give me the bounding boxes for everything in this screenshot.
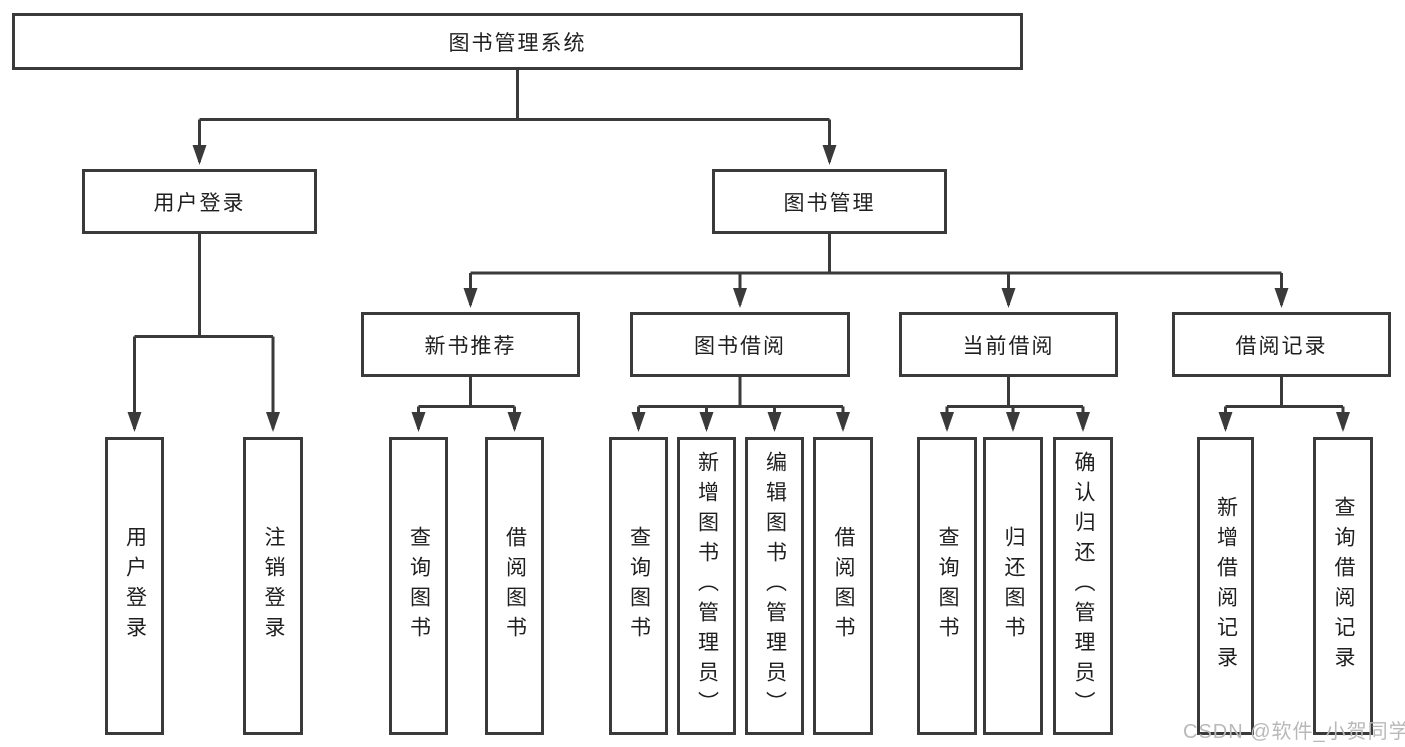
leaf-confirm-return-admin: 确认归还（管理员） <box>1053 437 1113 735</box>
leaf-borrow-books: 借阅图书 <box>813 437 873 735</box>
node-label: 用户登录 <box>153 191 246 215</box>
node-label: 归还图书 <box>1002 526 1026 646</box>
leaf-add-book-admin: 新增图书（管理员） <box>677 437 736 735</box>
node-borrowing-records: 借阅记录 <box>1172 312 1391 377</box>
leaf-edit-book-admin: 编辑图书（管理员） <box>745 437 804 735</box>
edge-line <box>470 233 1282 275</box>
leaf-query-borrow-record: 查询借阅记录 <box>1313 437 1373 735</box>
node-label: 新增借阅记录 <box>1214 496 1238 676</box>
node-label: 借阅记录 <box>1235 334 1328 358</box>
leaf-logout: 注销登录 <box>243 437 303 735</box>
leaf-add-borrow-record: 新增借阅记录 <box>1197 437 1254 735</box>
node-book-management: 图书管理 <box>712 169 947 234</box>
leaf-query-books-recommend: 查询图书 <box>389 437 448 735</box>
edge-line <box>638 376 843 408</box>
node-root-system: 图书管理系统 <box>12 13 1023 70</box>
edge-line <box>199 69 830 121</box>
edge-line <box>134 233 273 338</box>
leaf-borrow-books-recommend: 借阅图书 <box>485 437 544 735</box>
edge-line <box>418 376 515 408</box>
node-label: 注销登录 <box>262 526 286 646</box>
node-label: 查询图书 <box>407 526 431 646</box>
node-label: 当前借阅 <box>962 334 1055 358</box>
node-label: 查询图书 <box>936 526 960 646</box>
node-new-book-recommend: 新书推荐 <box>361 312 580 377</box>
node-label: 图书管理 <box>783 191 876 215</box>
leaf-return-book: 归还图书 <box>983 437 1043 735</box>
node-label: 图书借阅 <box>694 334 786 358</box>
node-label: 查询借阅记录 <box>1332 496 1356 676</box>
leaf-user-login: 用户登录 <box>105 437 164 735</box>
node-label: 图书管理系统 <box>448 31 587 55</box>
node-label: 用户登录 <box>123 526 147 646</box>
node-label: 编辑图书（管理员） <box>763 451 787 721</box>
edge-line <box>1225 376 1343 408</box>
csdn-watermark: CSDN @软件_小贺同学 <box>1183 721 1405 743</box>
node-label: 新书推荐 <box>424 334 517 358</box>
leaf-query-books-current: 查询图书 <box>917 437 977 735</box>
leaf-query-books-borrowing: 查询图书 <box>609 437 668 735</box>
edge-line <box>947 376 1083 408</box>
node-label: 查询图书 <box>627 526 651 646</box>
node-user-login-module: 用户登录 <box>82 169 317 234</box>
node-book-borrowing: 图书借阅 <box>630 312 850 377</box>
node-label: 确认归还（管理员） <box>1072 451 1096 721</box>
node-label: 新增图书（管理员） <box>695 451 719 721</box>
node-current-borrowing: 当前借阅 <box>899 312 1118 377</box>
node-label: 借阅图书 <box>503 526 527 646</box>
node-label: 借阅图书 <box>832 526 856 646</box>
